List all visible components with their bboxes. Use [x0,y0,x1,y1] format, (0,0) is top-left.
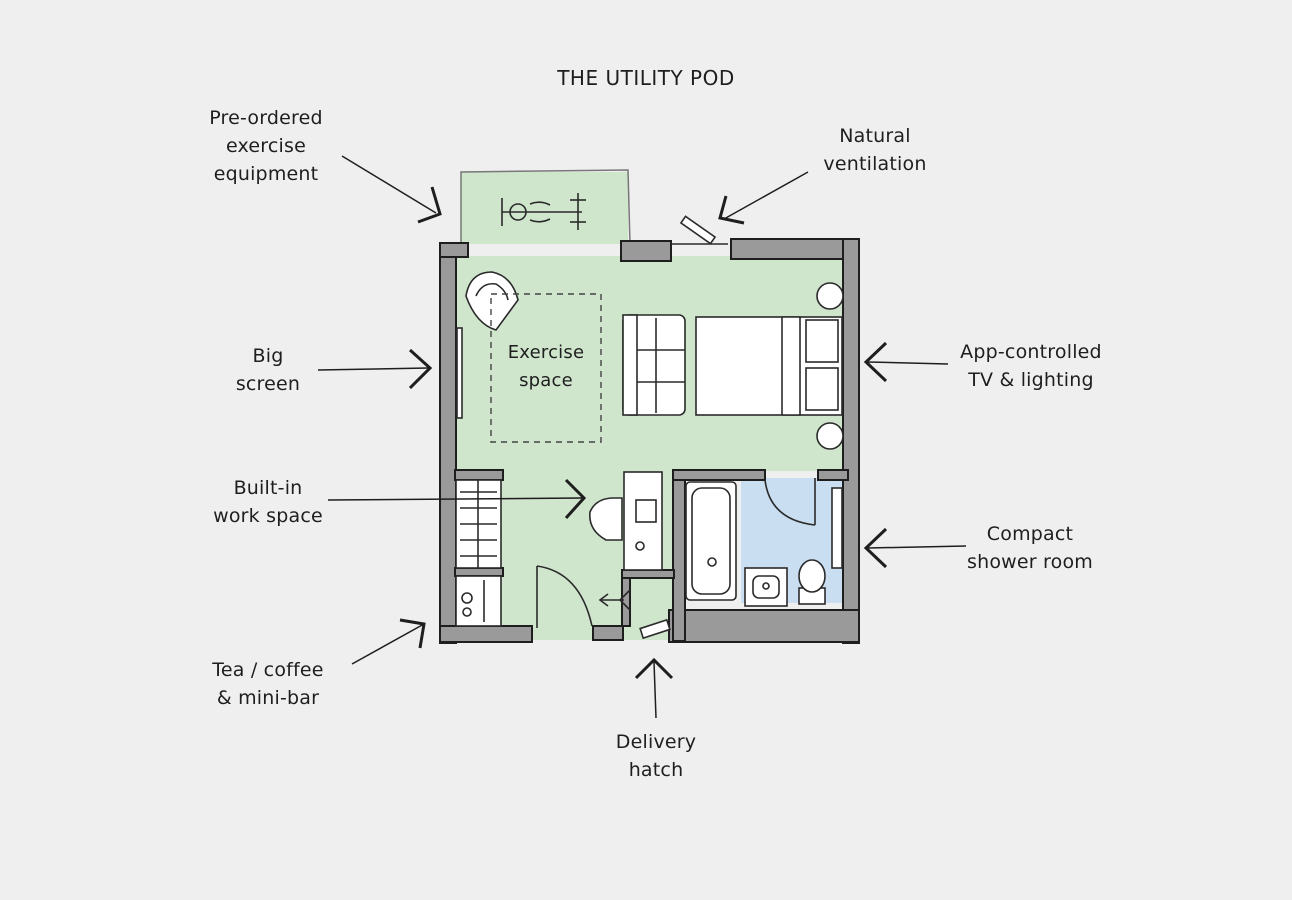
wall-left [439,242,457,644]
sink-icon [744,567,788,607]
arrow-screen-line [317,367,429,371]
bedside-lamp-bottom-icon [816,422,844,450]
annotation-delivery-hatch-line-2: hatch [628,759,684,781]
arrow-ventilation-head [718,195,745,225]
toilet-icon [798,559,826,605]
balcony-floor [461,172,628,244]
arrow-hatch-line [653,661,657,719]
annotation-shower-room: Compact shower room [962,520,1098,576]
diagram-title: THE UTILITY POD [557,66,735,90]
wall-bath-top-b [817,469,849,481]
wall-top-a [439,242,469,258]
bedside-lamp-top-icon [816,282,844,310]
arrow-work-line [327,497,583,501]
wardrobe-icon [455,479,502,569]
annotation-mini-bar: Tea / coffee & mini-bar [196,656,340,712]
balcony-outline [460,169,631,245]
wall-bath-left [672,470,686,642]
annotation-natural-ventilation-line-2: ventilation [823,153,927,175]
annotation-exercise-equipment-line-3: equipment [213,163,319,185]
annotation-shower-room-line-1: Compact [986,523,1074,545]
annotation-work-space-line-1: Built-in [233,477,303,499]
wall-bottom-a [439,625,533,643]
label-exercise-space: Exercise space [492,339,600,395]
big-screen-icon [456,327,463,419]
annotation-big-screen-line-1: Big [252,345,284,367]
wall-bath-top-a [672,469,766,481]
arrow-screen-head [408,348,433,390]
annotation-exercise-equipment-line-2: exercise [225,135,306,157]
annotation-tv-lighting-line-2: TV & lighting [968,369,1094,391]
window-icon [671,215,728,245]
arrow-shower-head [863,527,888,569]
annotation-exercise-equipment-line-1: Pre-ordered [209,107,323,129]
annotation-tv-lighting: App-controlled TV & lighting [948,338,1114,394]
label-exercise-space-line-2: space [519,370,573,391]
bed-icon [695,316,843,416]
annotation-delivery-hatch: Delivery hatch [606,728,706,784]
delivery-hatch-icon [598,589,671,640]
annotation-arrows [317,155,967,719]
exercise-bike-icon [501,193,586,230]
annotation-mini-bar-line-2: & mini-bar [216,687,320,709]
arrow-minibar-line [351,623,425,665]
bathroom-door-icon [764,478,816,526]
wall-bottom-c [668,609,860,643]
annotation-exercise-equipment: Pre-ordered exercise equipment [196,104,336,188]
wall-bottom-b [592,625,624,641]
arrow-shower-line [867,545,967,549]
arrow-tv-head [863,341,888,383]
annotation-big-screen-line-2: screen [235,373,301,395]
label-exercise-space-line-1: Exercise [507,342,585,363]
arrow-equipment-line [341,155,437,214]
arrow-ventilation-line [723,171,809,220]
mini-bar-icon [455,575,502,627]
wall-top-c [730,238,860,260]
annotation-natural-ventilation-line-1: Natural [839,125,911,147]
annotation-tv-lighting-line-1: App-controlled [960,341,1102,363]
sofa-icon [622,314,686,416]
annotation-natural-ventilation: Natural ventilation [810,122,940,178]
annotation-mini-bar-line-1: Tea / coffee [212,659,324,681]
bathtub-icon [685,481,737,601]
arrow-minibar-head [399,618,426,649]
wall-right [842,238,860,644]
furniture [455,193,844,640]
annotation-work-space-line-2: work space [213,505,323,527]
exercise-space-outline [490,293,602,443]
wall-fridge-top [454,567,504,577]
annotation-shower-room-line-2: shower room [967,551,1093,573]
walls [439,238,860,644]
arrow-equipment-head [417,186,442,224]
armchair-icon [465,271,519,331]
towel-rail-icon [831,487,843,569]
annotation-big-screen: Big screen [226,342,310,398]
entry-door-icon [536,565,593,628]
wall-wardrobe-top [454,469,504,481]
arrow-hatch-head [634,657,674,680]
wall-top-b [620,240,672,262]
wall-hatch-b [621,569,675,579]
arrow-tv-line [867,361,949,365]
annotation-work-space: Built-in work space [206,474,330,530]
arrow-work-head [564,478,587,520]
desk-icon [589,471,663,571]
annotation-delivery-hatch-line-1: Delivery [615,731,697,753]
